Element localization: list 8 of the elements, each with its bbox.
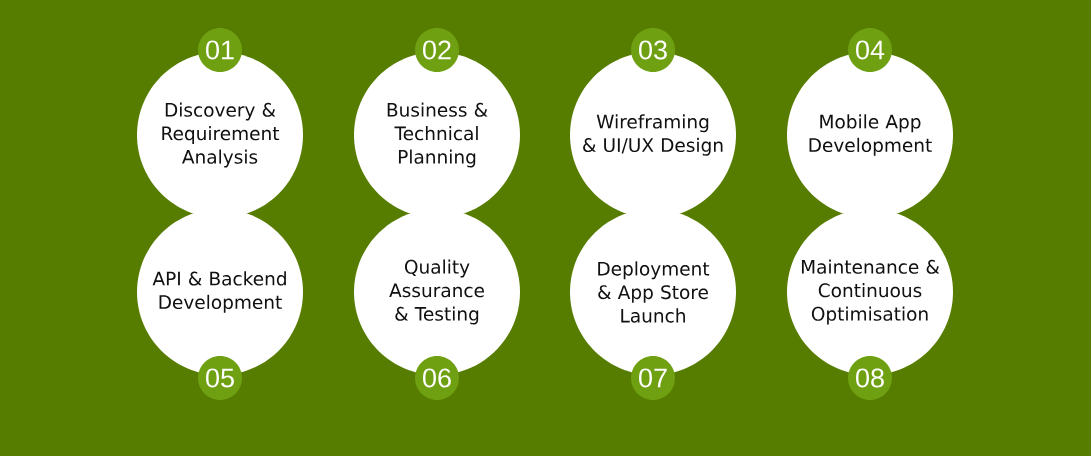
number-badge: 06 [415, 356, 459, 400]
number-badge: 08 [848, 356, 892, 400]
number-badge: 07 [631, 356, 675, 400]
number-badge: 05 [198, 356, 242, 400]
number-badge: 02 [415, 28, 459, 72]
number-badge: 04 [848, 28, 892, 72]
number-badge: 03 [631, 28, 675, 72]
number-badge: 01 [198, 28, 242, 72]
